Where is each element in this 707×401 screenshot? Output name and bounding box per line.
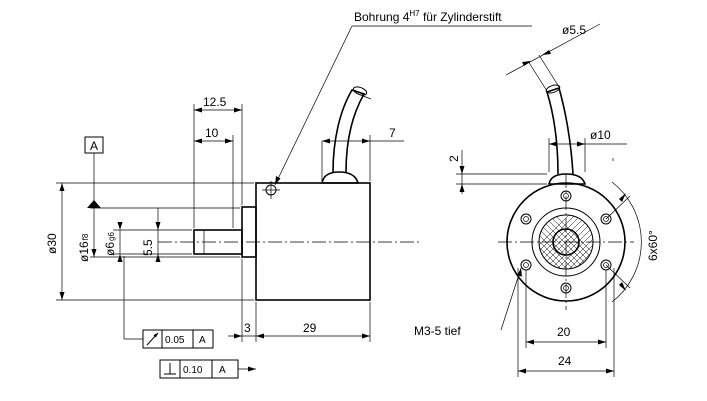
perp-tol-label: 0.10 <box>183 365 203 376</box>
encoder-body <box>255 182 371 301</box>
dia30-label: ø30 <box>45 233 59 254</box>
perp-ref-label: A <box>219 365 226 376</box>
dim-2-label: 2 <box>447 155 461 162</box>
dim-5-5-label: 5.5 <box>141 239 155 256</box>
side-view <box>158 86 420 301</box>
side-view-dimensions: 12.5 10 7 A ø30 ø16f8 <box>45 9 532 379</box>
datum-triangle <box>87 200 101 208</box>
dim-20-label: 20 <box>557 325 571 339</box>
pattern-label: 6x60° <box>646 230 660 261</box>
front-cable <box>546 86 574 175</box>
dim-12-5-label: 12.5 <box>203 95 227 109</box>
cable <box>332 89 366 173</box>
dim-7-label: 7 <box>389 126 396 140</box>
dim-3-label: 3 <box>244 321 251 335</box>
dia6-label: ø6g6 <box>103 232 117 256</box>
datum-label: A <box>90 139 98 153</box>
thread-note: M3-5 tief <box>414 324 461 338</box>
front-view-dimensions: ø5.5 ø10 2 6x60° M3-5 tief 20 <box>414 23 660 377</box>
front-cable-gland <box>548 173 587 185</box>
dia16-label: ø16f8 <box>77 233 91 262</box>
cable-gland <box>321 171 360 184</box>
runout-ref-label: A <box>199 335 206 346</box>
bore-note-leader <box>274 25 353 186</box>
dim-d10-label: ø10 <box>590 128 611 142</box>
front-view <box>498 84 634 310</box>
bore-note: Bohrung 4H7 für Zylinderstift <box>354 9 502 24</box>
dim-24-label: 24 <box>558 354 572 368</box>
runout-tolerance-frame: 0.05 A <box>142 329 214 349</box>
dim-29-label: 29 <box>303 321 317 335</box>
cable-dia-label: ø5.5 <box>562 23 586 37</box>
runout-tol-label: 0.05 <box>165 335 185 346</box>
flange-step <box>241 206 257 258</box>
pin-bore-symbol <box>262 181 280 199</box>
perpendicularity-frame: 0.10 A <box>159 359 239 379</box>
dim-10-label: 10 <box>205 126 219 140</box>
